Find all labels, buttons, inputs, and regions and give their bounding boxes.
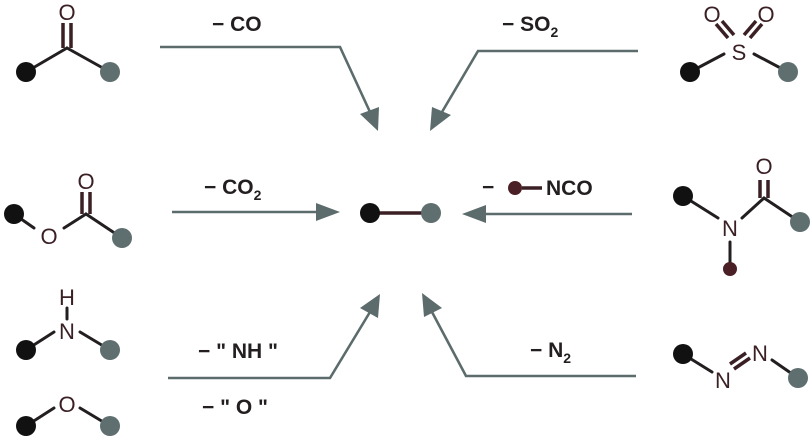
arrow-from-amine-ether xyxy=(168,294,380,380)
arrow-head xyxy=(422,293,442,317)
azo-atom-right xyxy=(788,368,808,388)
sulfone-oxygen-2: O xyxy=(757,2,774,27)
product-atom-left xyxy=(360,203,380,223)
azo-nitrogen-1: N xyxy=(715,368,731,393)
label-minus-nco: − NCO xyxy=(482,176,593,200)
sulfone-structure: O O S xyxy=(680,2,798,82)
arrow-from-amide xyxy=(462,205,632,223)
amide-atom-right xyxy=(790,212,810,232)
ester-carbonyl-oxygen: O xyxy=(77,169,94,194)
sulfone-atom-right xyxy=(778,62,798,82)
sulfone-oxygen-1: O xyxy=(703,2,720,27)
ketone-oxygen: O xyxy=(58,0,75,25)
ester-structure: O O xyxy=(4,169,132,249)
nco-substituent-dot xyxy=(508,181,522,195)
label-minus-co2: − CO2 xyxy=(204,176,262,203)
ether-oxygen: O xyxy=(58,392,75,417)
azo-nitrogen-2: N xyxy=(752,341,768,366)
amide-structure: O N xyxy=(673,154,810,276)
svg-text:NCO: NCO xyxy=(546,177,593,200)
ketone-atom-left xyxy=(16,62,36,82)
arrow-head xyxy=(462,205,486,223)
label-minus-n2: − N2 xyxy=(530,339,571,366)
product-cc-bond xyxy=(360,203,441,223)
label-minus-co: − CO xyxy=(212,13,262,36)
label-minus-o: − " O " xyxy=(202,396,268,419)
arrow-from-ketone xyxy=(160,45,379,131)
label-minus-nh: − " NH " xyxy=(198,340,278,363)
arrow-from-sulfone xyxy=(430,49,638,131)
amide-nitrogen: N xyxy=(722,216,738,241)
arrow-head xyxy=(430,107,451,131)
ketone-atom-right xyxy=(100,62,120,82)
amide-atom-left xyxy=(673,186,693,206)
ether-structure: O xyxy=(16,392,120,436)
ether-atom-left xyxy=(16,416,36,436)
amide-n-substituent xyxy=(723,262,737,276)
svg-text:−: − xyxy=(482,176,494,199)
ester-ether-oxygen: O xyxy=(40,224,57,249)
product-atom-right xyxy=(421,203,441,223)
amine-atom-left xyxy=(16,340,36,360)
amine-structure: H N xyxy=(16,285,120,360)
sulfone-atom-left xyxy=(680,62,700,82)
arrow-head xyxy=(360,107,379,131)
ketone-structure: O xyxy=(16,0,120,82)
arrow-head xyxy=(316,203,340,221)
amine-hydrogen: H xyxy=(59,285,75,310)
sulfone-sulfur: S xyxy=(732,40,747,65)
label-minus-so2: − SO2 xyxy=(502,13,558,40)
ester-atom-left xyxy=(4,204,24,224)
arrow-from-azo xyxy=(422,293,636,378)
amine-atom-right xyxy=(100,340,120,360)
amide-oxygen: O xyxy=(755,154,772,179)
amine-nitrogen: N xyxy=(59,319,75,344)
azo-structure: N N xyxy=(673,341,808,393)
azo-atom-left xyxy=(673,344,693,364)
ether-atom-right xyxy=(100,416,120,436)
arrow-head xyxy=(360,294,380,318)
ester-atom-right xyxy=(112,228,132,248)
arrow-from-ester xyxy=(172,203,340,221)
